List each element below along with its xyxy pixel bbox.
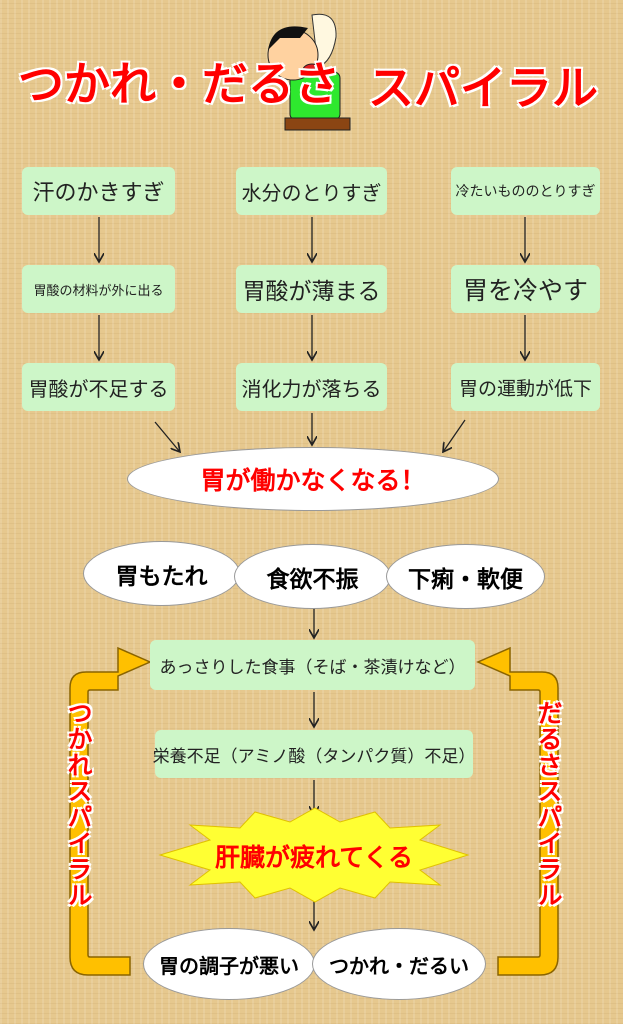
outcome-ellipse: 胃の調子が悪い (143, 928, 315, 1000)
tired-man-illustration (267, 13, 351, 131)
symptom-ellipse: 食欲不振 (234, 544, 391, 609)
cause-box: 汗のかきすぎ (22, 167, 175, 215)
result-ellipse: 胃が働かなくなる！ (127, 447, 499, 511)
cause-box: 水分のとりすぎ (236, 167, 387, 215)
right-spiral-arrow (476, 646, 559, 976)
effect-box: 胃の運動が低下 (451, 363, 600, 411)
flow-box: あっさりした食事（そば・茶漬けなど） (150, 640, 475, 690)
effect-box: 消化力が落ちる (236, 363, 387, 411)
effect-box: 胃酸が薄まる (236, 265, 387, 313)
title-left: つかれ・だるさ (17, 56, 341, 112)
title-right: スパイラル (367, 60, 599, 116)
symptom-ellipse: 下痢・軟便 (386, 544, 545, 609)
effect-box: 胃を冷やす (451, 265, 600, 313)
left-spiral-label: つかれスパイラル (64, 700, 93, 908)
liver-text: 肝臓が疲れてくる (214, 843, 413, 872)
right-spiral-label: だるさスパイラル (534, 700, 563, 908)
cause-box: 冷たいもののとりすぎ (451, 167, 600, 215)
effect-box: 胃酸の材料が外に出る (22, 265, 175, 313)
symptom-ellipse: 胃もたれ (83, 541, 240, 606)
left-spiral-arrow (69, 646, 152, 976)
outcome-ellipse: つかれ・だるい (312, 928, 486, 1000)
flow-box: 栄養不足（アミノ酸（タンパク質）不足） (153, 730, 475, 778)
liver-burst (158, 807, 470, 903)
effect-box: 胃酸が不足する (22, 363, 175, 411)
